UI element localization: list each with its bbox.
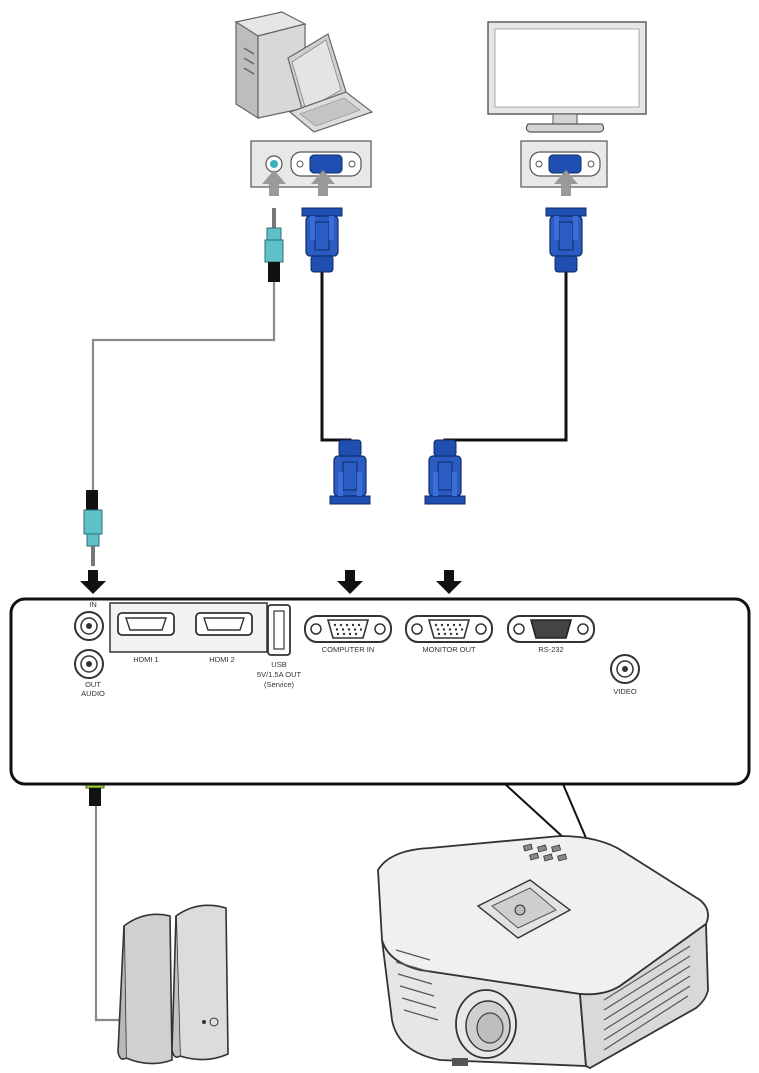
audio-label: AUDIO <box>81 689 105 698</box>
monitor-out-port <box>405 615 493 643</box>
audio-plug-top <box>264 208 284 282</box>
down-arrow-icon <box>80 570 106 594</box>
monitor-icon <box>487 21 647 133</box>
usb-port <box>267 604 291 656</box>
hdmi-2-port <box>195 612 253 636</box>
vga-plug-icon <box>545 207 587 273</box>
usb-power-label: 5V/1.5A OUT <box>257 670 302 679</box>
projector-icon <box>377 835 709 1070</box>
projector-rear-panel: IN OUT AUDIO HDMI 1 HDMI 2 USB 5V/1.5A O… <box>9 597 751 786</box>
vga-plug-icon <box>329 439 371 505</box>
vga-plug-icon <box>424 439 466 505</box>
computer-icon <box>234 11 307 120</box>
audio-in-cable <box>91 282 276 492</box>
down-arrow-icon <box>337 570 363 594</box>
computer-in-port <box>304 615 392 643</box>
down-arrow-icon <box>436 570 462 594</box>
audio-out-cable <box>94 804 128 1022</box>
usb-label: USB <box>271 660 286 669</box>
audio-plug-in <box>83 490 103 566</box>
monitor-out-label: MONITOR OUT <box>422 645 476 654</box>
monitor-vga-cable <box>443 270 568 502</box>
audio-in-port <box>74 611 104 641</box>
video-port <box>610 654 640 684</box>
video-label: VIDEO <box>613 687 637 696</box>
laptop-icon <box>287 33 374 133</box>
usb-service-label: (Service) <box>264 680 295 689</box>
hdmi-1-port <box>117 612 175 636</box>
vga-plug-icon <box>301 207 343 273</box>
computer-in-label: COMPUTER IN <box>322 645 375 654</box>
monitor-vga-port <box>529 151 601 177</box>
callout-lines <box>504 783 587 839</box>
rs232-label: RS-232 <box>538 645 563 654</box>
rs232-port <box>507 615 595 643</box>
hdmi-2-label: HDMI 2 <box>209 655 234 664</box>
audio-in-label: IN <box>89 600 97 609</box>
speakers-icon <box>117 904 229 1065</box>
audio-out-label: OUT <box>85 680 101 689</box>
audio-out-port <box>74 649 104 679</box>
hdmi-1-label: HDMI 1 <box>133 655 158 664</box>
computer-vga-port <box>290 151 362 177</box>
computer-port-panel <box>250 140 372 188</box>
